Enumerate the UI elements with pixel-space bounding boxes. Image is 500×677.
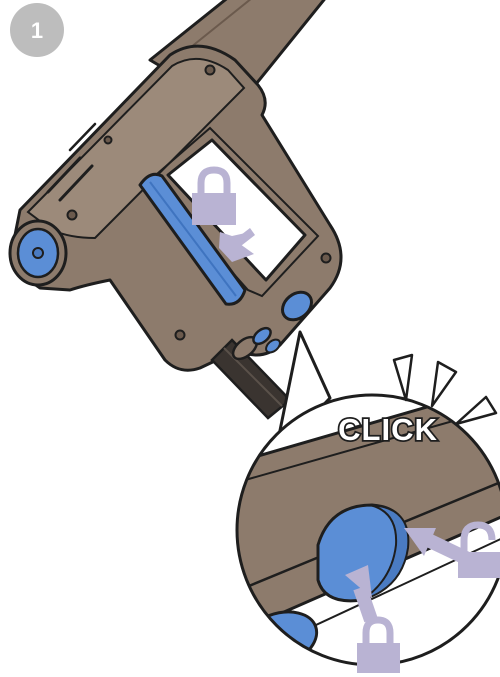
end-cap: [10, 221, 66, 285]
step-badge: 1: [10, 3, 64, 57]
click-label: CLICK: [338, 412, 438, 447]
step-number: 1: [31, 18, 43, 43]
